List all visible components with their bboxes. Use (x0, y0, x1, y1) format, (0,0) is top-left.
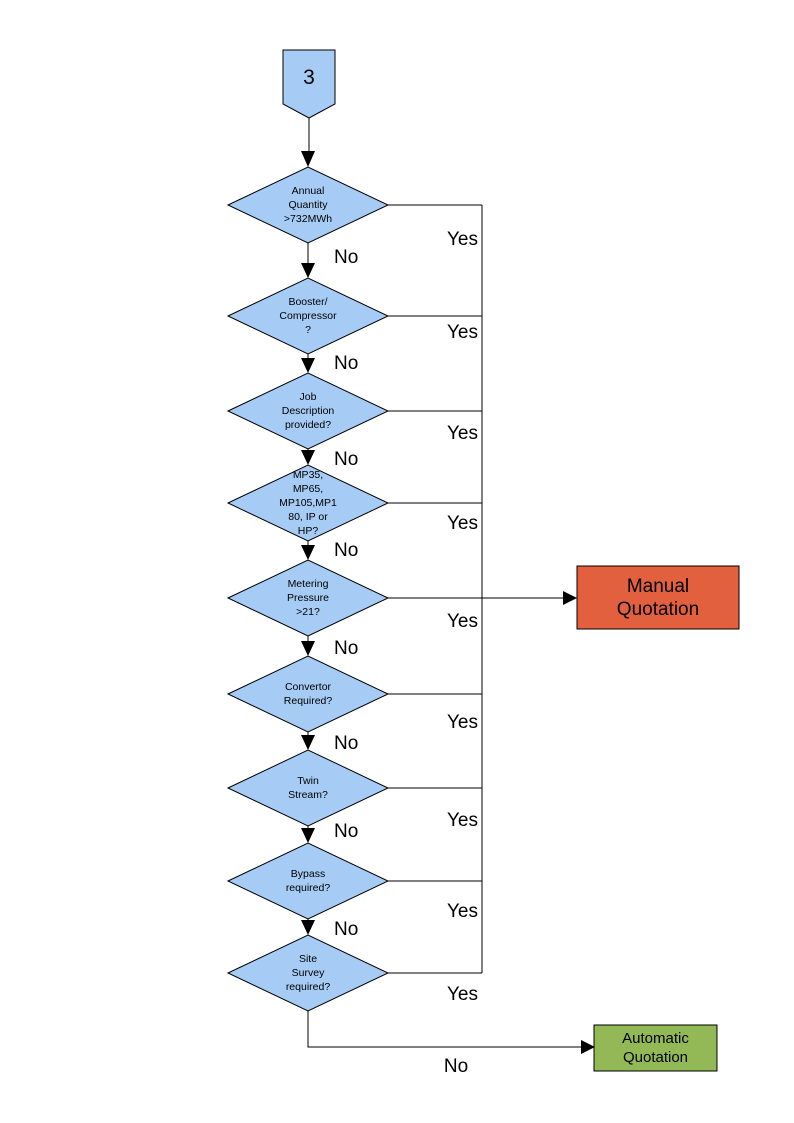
offpage-connector-label: 3 (303, 66, 315, 89)
automatic-quotation-label: Automatic Quotation (622, 1030, 689, 1066)
no-label-1: No (334, 247, 359, 268)
no-arrowhead-5 (301, 641, 315, 656)
offpage-connector-shape (282, 49, 336, 119)
no-label-3: No (334, 449, 359, 470)
no-arrowhead-6 (301, 735, 315, 750)
no-label-final: No (443, 1056, 469, 1077)
yes-label-1: Yes (447, 229, 478, 250)
decision-job-description-label: Job Description provided? (281, 391, 335, 431)
yes-label-4: Yes (447, 513, 478, 534)
decision-annual-quantity-shape (226, 166, 390, 244)
no-label-2: No (334, 353, 359, 374)
yes-label-2: Yes (447, 322, 478, 343)
decision-meter-type-label: MP35, MP65, MP105,MP1 80, IP or HP? (279, 469, 337, 537)
manual-arrowhead (563, 591, 577, 605)
decision-metering-pressure-label: Metering Pressure >21? (286, 578, 329, 618)
decision-annual-quantity-label: Annual Quantity >732MWh (283, 185, 333, 225)
yes-label-9: Yes (447, 984, 478, 1005)
manual-quotation-label: Manual Quotation (616, 575, 700, 620)
connector-arrowhead (301, 151, 315, 167)
no-arrowhead-7 (301, 828, 315, 843)
decision-bypass-label: Bypass required? (285, 868, 331, 894)
no-label-4: No (334, 540, 359, 561)
decision-convertor-shape (226, 655, 390, 733)
no-label-8: No (334, 919, 359, 940)
decision-site-survey-shape (226, 934, 390, 1012)
yes-label-5: Yes (447, 611, 478, 632)
manual-quotation-box (576, 565, 740, 630)
no-arrowhead-2 (301, 358, 315, 373)
yes-label-7: Yes (447, 810, 478, 831)
no-label-7: No (334, 821, 359, 842)
no-arrowhead-1 (301, 263, 315, 278)
no-arrowhead-8 (301, 920, 315, 935)
no-arrowhead-4 (301, 545, 315, 560)
no-line-to-automatic (307, 1011, 581, 1048)
no-label-5: No (334, 638, 359, 659)
yes-label-6: Yes (447, 712, 478, 733)
automatic-arrowhead (581, 1040, 595, 1054)
automatic-quotation-box (593, 1024, 718, 1072)
decision-metering-pressure-shape (226, 559, 390, 637)
decision-twin-stream-label: Twin Stream? (288, 775, 328, 801)
decision-job-description-shape (226, 372, 390, 450)
decision-twin-stream-shape (226, 749, 390, 827)
yes-label-3: Yes (447, 423, 478, 444)
no-label-6: No (334, 733, 359, 754)
decision-convertor-label: Convertor Required? (283, 681, 333, 707)
yes-label-8: Yes (447, 901, 478, 922)
no-arrowhead-3 (301, 450, 315, 465)
decision-booster-compressor-shape (226, 277, 390, 355)
decision-meter-type-shape (226, 464, 390, 542)
decision-bypass-shape (226, 842, 390, 920)
decision-site-survey-label: Site Survey required? (285, 953, 331, 993)
decision-booster-compressor-label: Booster/ Compressor ? (279, 296, 337, 336)
